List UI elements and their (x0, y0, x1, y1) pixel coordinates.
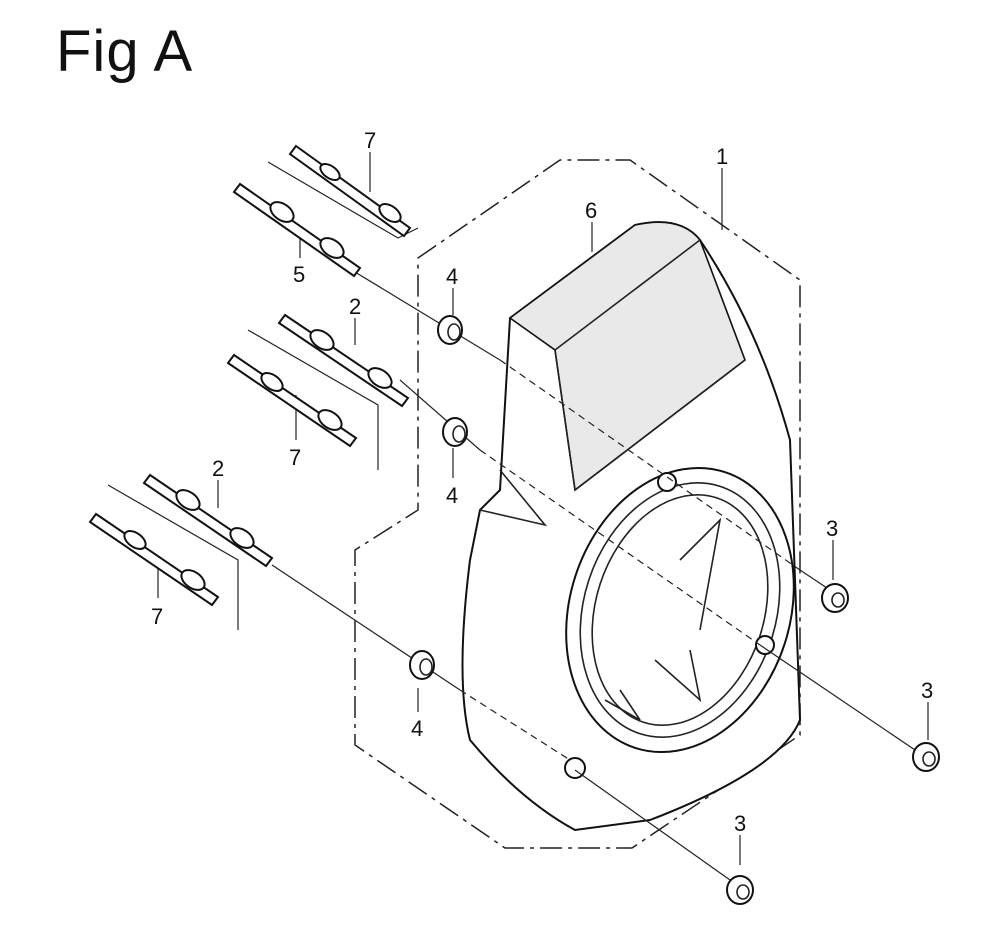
callout-1: 1 (716, 144, 728, 169)
grommet-icon (409, 650, 435, 680)
stud-bolt-icon (288, 144, 412, 238)
stud-bolt-icon (277, 313, 410, 408)
callout-4: 4 (446, 264, 458, 289)
callout-4: 4 (446, 483, 458, 508)
callout-5: 5 (293, 262, 305, 287)
fan-shroud-icon (461, 221, 802, 832)
flange-nut-icon (821, 583, 849, 613)
grommet-icon (437, 315, 463, 345)
flange-nut-icon (726, 875, 754, 905)
callout-2: 2 (349, 294, 361, 319)
callout-3: 3 (734, 811, 746, 836)
stud-bolt-icon (232, 182, 362, 278)
callout-7: 7 (289, 445, 301, 470)
callout-7: 7 (364, 128, 376, 153)
assembly-boundary (354, 159, 801, 849)
stud-bolt-icon (226, 353, 358, 448)
callout-2: 2 (212, 456, 224, 481)
callout-4: 4 (411, 716, 423, 741)
flange-nut-icon (912, 742, 940, 772)
callout-6: 6 (585, 198, 597, 223)
callout-7: 7 (151, 604, 163, 629)
callout-3: 3 (921, 678, 933, 703)
grommet-icon (442, 417, 468, 447)
figure-title: Fig A (56, 19, 194, 84)
callout-3: 3 (826, 516, 838, 541)
stud-bolt-icon (142, 473, 274, 568)
stud-bolt-icon (88, 512, 220, 607)
